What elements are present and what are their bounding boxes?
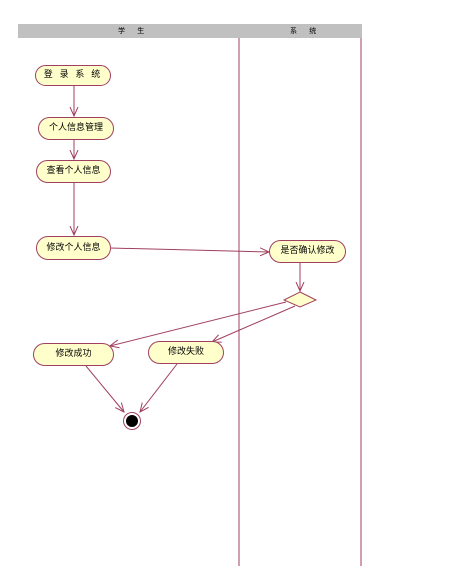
activity-modify-personal-info: 修改个人信息 — [36, 236, 111, 260]
activity-modify-success: 修改成功 — [33, 343, 114, 366]
edge-success-to-end — [85, 365, 124, 412]
swimlane-header: 学 生 系 统 — [18, 24, 362, 38]
lane-title-student: 学 生 — [118, 27, 150, 35]
decision-diamond — [282, 291, 318, 308]
activity-view-personal-info: 查看个人信息 — [36, 160, 111, 183]
edge-modify-to-confirm — [109, 248, 269, 252]
edge-fail-to-end — [140, 363, 178, 412]
edge-decision-to-fail — [212, 305, 296, 342]
activity-personal-info-management: 个人信息管理 — [38, 117, 114, 140]
activity-login: 登 录 系 统 — [35, 65, 111, 86]
final-node — [126, 415, 138, 427]
lane-title-system: 系 统 — [290, 27, 322, 35]
activity-confirm-modify: 是否确认修改 — [269, 240, 346, 263]
edge-decision-to-success — [110, 301, 287, 346]
activity-modify-fail: 修改失败 — [148, 341, 224, 364]
